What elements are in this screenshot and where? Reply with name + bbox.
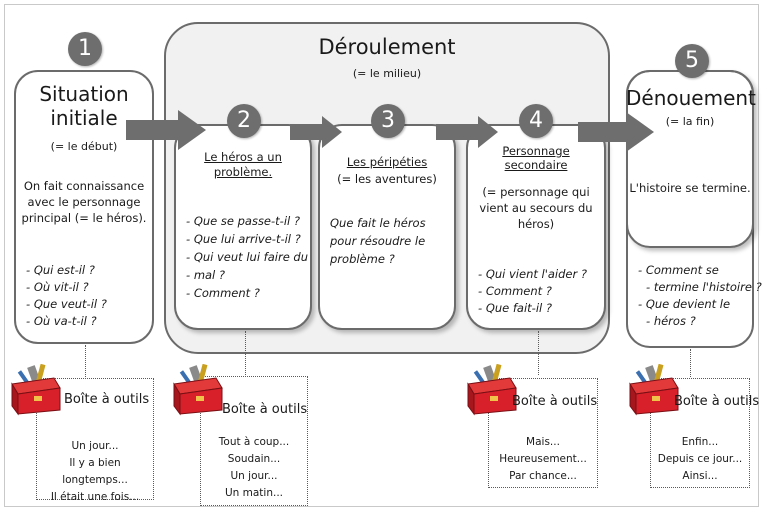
toolbox-line: Un jour... xyxy=(71,440,119,452)
stage-4-desc-line: (= personnage qui xyxy=(482,185,590,199)
stage-4-questions: Qui vient l'aider ? Comment ? Que fait-i… xyxy=(478,266,587,317)
stage-4-number: 4 xyxy=(519,104,553,138)
toolbox-icon xyxy=(467,364,517,416)
question: Qui vient l'aider ? xyxy=(478,266,587,283)
stage-1-desc-line: On fait connaissance xyxy=(23,179,145,193)
question: Comment ? xyxy=(186,284,308,302)
stage-1-number: 1 xyxy=(68,32,102,66)
stage-1-questions: Qui est-il ? Où vit-il ? Que veut-il ? O… xyxy=(26,262,107,330)
toolbox-icon xyxy=(629,364,679,416)
stage-4-title-line2: secondaire xyxy=(504,158,568,172)
toolbox-line: Un matin... xyxy=(224,487,284,499)
toolbox-4-lines: Enfin... Depuis ce jour... Ainsi... xyxy=(650,434,750,485)
stage-1-desc-line: avec le personnage xyxy=(27,195,141,209)
stage-1-title-line2: initiale xyxy=(50,106,118,130)
toolbox-line: Un jour... xyxy=(230,470,278,482)
question: héros ? xyxy=(638,313,762,330)
stage-3-desc-line: Que fait le héros xyxy=(330,216,426,230)
toolbox-line: Tout à coup... xyxy=(218,436,290,448)
toolbox-1-lines: Un jour... Il y a bien longtemps... Il é… xyxy=(36,438,154,506)
connector xyxy=(245,331,246,375)
stage-5-description: L'histoire se termine. xyxy=(629,181,751,195)
stage-4-desc-line: vient au secours du xyxy=(479,201,593,215)
toolbox-line: Depuis ce jour... xyxy=(657,453,743,465)
toolbox-4-title: Boîte à outils xyxy=(674,394,760,409)
toolbox-line: Mais... xyxy=(526,436,560,448)
question: mal ? xyxy=(186,266,308,284)
stage-3-subtitle: (= les aventures) xyxy=(337,172,437,186)
stage-1-box-inner xyxy=(14,70,154,248)
stage-3-desc-line: pour résoudre le xyxy=(330,234,426,248)
stage-5-title: Dénouement xyxy=(626,86,756,110)
question: Qui veut lui faire du xyxy=(186,248,308,266)
toolbox-line: Soudain... xyxy=(227,453,281,465)
question: Que lui arrive-t-il ? xyxy=(186,230,308,248)
stage-3-box xyxy=(318,124,456,330)
connector xyxy=(538,331,539,375)
arrow-right-icon xyxy=(126,110,206,150)
stage-2-questions: Que se passe-t-il ? Que lui arrive-t-il … xyxy=(186,212,308,302)
stage-2-number: 2 xyxy=(227,104,261,138)
stage-3-number: 3 xyxy=(371,104,405,138)
toolbox-icon xyxy=(173,364,223,416)
question: Que se passe-t-il ? xyxy=(186,212,308,230)
stage-4-desc-line: héros) xyxy=(517,217,555,231)
toolbox-line: Ainsi... xyxy=(682,470,718,482)
stage-3-description: Que fait le héros pour résoudre le probl… xyxy=(330,214,450,268)
outer-frame xyxy=(4,4,759,507)
toolbox-line: Par chance... xyxy=(509,470,577,482)
toolbox-2-title: Boîte à outils xyxy=(222,402,308,417)
question: Que fait-il ? xyxy=(478,300,587,317)
toolbox-icon xyxy=(11,364,61,416)
question: termine l'histoire ? xyxy=(638,279,762,296)
question: Que veut-il ? xyxy=(26,296,107,313)
toolbox-3-title: Boîte à outils xyxy=(512,394,598,409)
stage-5-questions: Comment se termine l'histoire ? Que devi… xyxy=(638,262,762,330)
stage-3-title: Les péripéties xyxy=(346,155,428,169)
connector xyxy=(85,345,86,377)
question: Où va-t-il ? xyxy=(26,313,107,330)
connector xyxy=(690,349,691,377)
question: Qui est-il ? xyxy=(26,262,107,279)
toolbox-line: Il était une fois... xyxy=(50,491,140,503)
stage-2-title-line1: Le héros a un xyxy=(204,150,282,164)
arrow-right-icon xyxy=(436,116,498,148)
deroulement-title: Déroulement xyxy=(318,35,456,59)
stage-1-description: On fait connaissance avec le personnage … xyxy=(14,178,154,226)
question: Où vit-il ? xyxy=(26,279,107,296)
question: Que devient le xyxy=(638,296,762,313)
stage-5-subtitle: (= la fin) xyxy=(665,115,715,128)
deroulement-subtitle: (= le milieu) xyxy=(352,67,422,80)
toolbox-line: Enfin... xyxy=(681,436,719,448)
toolbox-line: Il y a bien longtemps... xyxy=(62,457,128,486)
toolbox-3-lines: Mais... Heureusement... Par chance... xyxy=(488,434,598,485)
stage-4-description: (= personnage qui vient au secours du hé… xyxy=(466,184,606,232)
stage-1-subtitle: (= le début) xyxy=(50,140,118,153)
toolbox-line: Heureusement... xyxy=(499,453,587,465)
question: Comment ? xyxy=(478,283,587,300)
arrow-right-icon xyxy=(578,112,654,152)
stage-1-desc-line: principal (= le héros). xyxy=(21,211,147,225)
stage-5-number: 5 xyxy=(675,44,709,78)
stage-3-desc-line: problème ? xyxy=(330,252,395,266)
stage-2-title-line2: problème. xyxy=(213,165,273,179)
toolbox-2-lines: Tout à coup... Soudain... Un jour... Un … xyxy=(200,434,308,502)
stage-4-title-line1: Personnage xyxy=(502,144,570,158)
toolbox-1-title: Boîte à outils xyxy=(64,392,150,407)
arrow-right-icon xyxy=(290,116,342,148)
question: Comment se xyxy=(638,262,762,279)
stage-1-title-line1: Situation xyxy=(39,82,129,106)
